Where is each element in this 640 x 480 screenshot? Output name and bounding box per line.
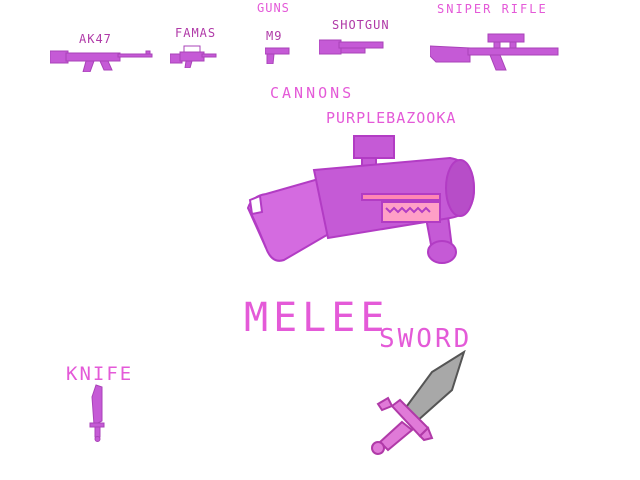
knife-label: KNIFE — [66, 363, 134, 385]
famas-icon[interactable] — [170, 42, 218, 68]
shotgun-icon[interactable] — [319, 36, 385, 58]
sniper-rifle-icon[interactable] — [430, 30, 560, 72]
guns-section-title: GUNS — [257, 1, 290, 15]
purple-bazooka-label: PURPLEBAZOOKA — [326, 109, 457, 127]
shotgun-label: SHOTGUN — [332, 18, 390, 32]
melee-section-title: MELEE — [244, 295, 390, 341]
knife-icon[interactable] — [88, 383, 110, 443]
sniper-rifle-label: SNIPER RIFLE — [437, 2, 548, 16]
cannons-section-title: CANNONS — [270, 84, 355, 102]
ak47-icon[interactable] — [50, 46, 156, 72]
ak47-label: AK47 — [79, 32, 112, 46]
bazooka-icon[interactable] — [238, 130, 480, 270]
m9-label: M9 — [266, 29, 283, 43]
famas-label: FAMAS — [175, 26, 217, 40]
m9-icon[interactable] — [265, 46, 291, 64]
sword-label: SWORD — [379, 324, 473, 354]
sword-icon[interactable] — [362, 350, 472, 460]
